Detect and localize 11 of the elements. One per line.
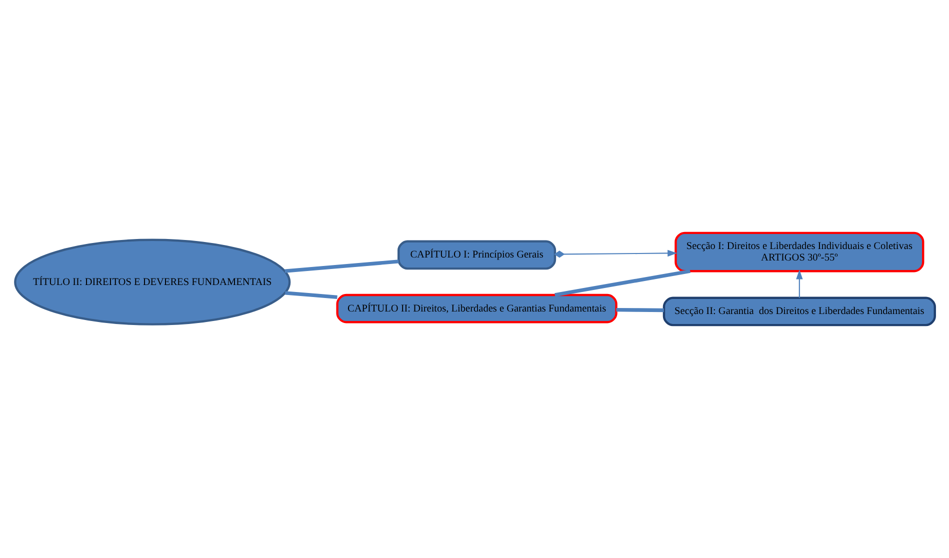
node-box: Secção II: Garantia dos Direitos e Liberdades Fundamentais <box>662 296 936 326</box>
node-ellipse: TÍTULO II: DIREITOS E DEVERES FUNDAMENTAIS <box>14 238 290 326</box>
node-box: Secção I: Direitos e Liberdades Individuais e Coletivas ARTIGOS 30º-55º <box>674 232 924 272</box>
arrow <box>796 270 802 298</box>
connector <box>616 308 664 312</box>
node-box: CAPÍTULO I: Princípios Gerais <box>397 240 556 270</box>
connector <box>284 260 398 273</box>
arrow <box>554 250 677 258</box>
connector <box>284 291 337 300</box>
connector <box>554 269 690 297</box>
node-box: CAPÍTULO II: Direitos, Liberdades e Garantias Fundamentais <box>336 294 617 324</box>
